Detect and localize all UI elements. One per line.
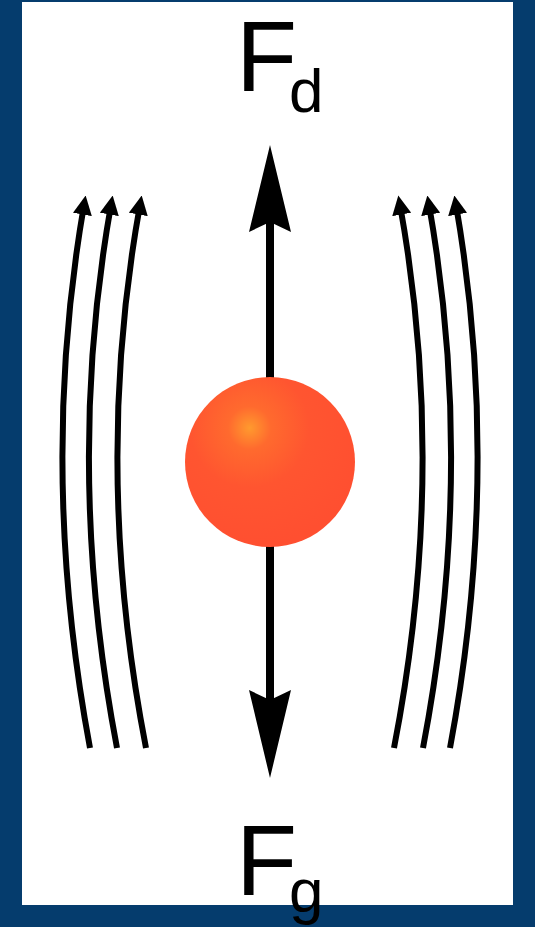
airflow-line xyxy=(117,205,146,748)
panel xyxy=(22,2,513,905)
force-subscript: g xyxy=(289,860,323,922)
force-symbol: F xyxy=(236,810,297,910)
airflow-lines xyxy=(62,205,477,748)
airflow-line xyxy=(423,205,451,748)
force-symbol: F xyxy=(236,6,297,106)
airflow-line xyxy=(89,205,117,748)
sphere xyxy=(185,377,355,547)
airflow-line xyxy=(394,205,423,748)
gravity-force-arrow xyxy=(249,545,291,778)
airflow-line xyxy=(450,205,478,748)
airflow-line xyxy=(62,205,90,748)
drag-force-arrow xyxy=(249,145,291,380)
force-subscript: d xyxy=(289,60,323,122)
